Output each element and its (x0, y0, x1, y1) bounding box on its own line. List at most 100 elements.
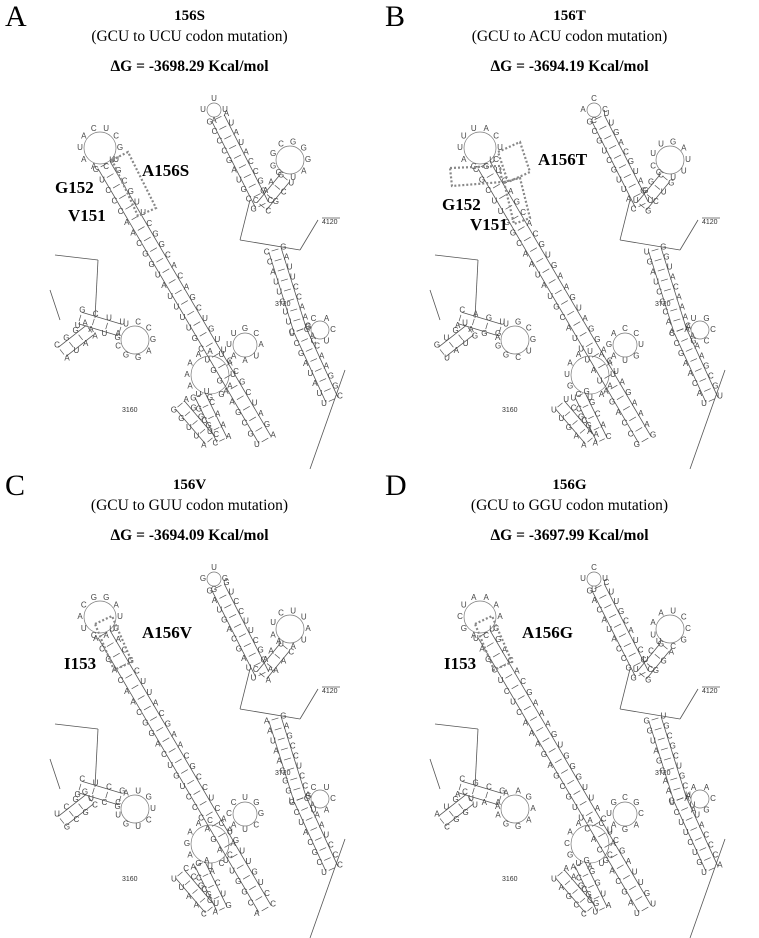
svg-text:C: C (202, 783, 208, 792)
svg-text:A: A (495, 810, 501, 819)
svg-text:G: G (235, 877, 241, 886)
svg-text:G: G (510, 228, 516, 237)
svg-text:C: C (115, 798, 121, 807)
svg-text:A: A (523, 718, 529, 727)
panel-d: D 156G (GCU to GGU codon mutation) ΔG = … (380, 469, 759, 938)
svg-text:A: A (681, 144, 687, 153)
svg-text:U: U (202, 314, 208, 323)
svg-text:U: U (123, 320, 129, 329)
svg-text:A: A (211, 116, 217, 125)
svg-text:A: A (508, 187, 514, 196)
svg-text:G: G (553, 771, 559, 780)
mutation-title: 156T (553, 8, 586, 24)
svg-text:G: G (567, 851, 573, 860)
svg-text:U: U (186, 423, 192, 432)
svg-text:U: U (103, 124, 109, 133)
svg-text:C: C (226, 809, 232, 818)
svg-text:A: A (305, 790, 311, 799)
svg-text:A: A (618, 138, 624, 147)
svg-text:C: C (299, 771, 305, 780)
svg-text:U: U (604, 109, 610, 118)
svg-text:G: G (273, 197, 279, 206)
svg-text:C: C (296, 292, 302, 301)
mutation-label: I153 (64, 654, 96, 673)
svg-text:U: U (207, 862, 213, 871)
svg-text:A: A (533, 698, 539, 707)
svg-text:G: G (619, 846, 625, 855)
svg-text:G: G (142, 249, 148, 258)
highlight-box (110, 150, 158, 218)
svg-text:A: A (526, 816, 532, 825)
svg-text:G: G (553, 302, 559, 311)
svg-text:C: C (293, 282, 299, 291)
svg-text:U: U (211, 94, 217, 103)
svg-text:G: G (515, 822, 521, 831)
svg-text:C: C (264, 248, 270, 257)
svg-text:C: C (279, 298, 285, 307)
svg-text:A: A (587, 862, 593, 871)
svg-text:G: G (253, 798, 259, 807)
svg-text:C: C (253, 329, 259, 338)
svg-text:U: U (73, 346, 79, 355)
svg-text:G: G (195, 859, 201, 868)
svg-text:G: G (611, 166, 617, 175)
svg-text:C: C (493, 624, 499, 633)
svg-text:U: U (526, 347, 532, 356)
svg-text:A: A (699, 351, 705, 360)
svg-text:A: A (582, 314, 588, 323)
svg-text:G: G (578, 412, 584, 421)
mutation-label: G152 (55, 178, 94, 197)
svg-text:A: A (563, 864, 569, 873)
svg-text:G: G (258, 177, 264, 186)
svg-text:C: C (207, 896, 213, 905)
svg-text:U: U (578, 814, 584, 823)
svg-text:U: U (599, 859, 605, 868)
svg-text:C: C (281, 188, 287, 197)
svg-text:U: U (173, 302, 179, 311)
svg-text:U: U (473, 634, 479, 643)
svg-text:G: G (142, 718, 148, 727)
svg-text:C: C (146, 816, 152, 825)
svg-text:C: C (633, 329, 639, 338)
delta-g: ΔG = -3694.19 Kcal/mol (490, 58, 649, 75)
svg-text:G: G (566, 423, 572, 432)
svg-text:A: A (688, 369, 694, 378)
svg-text:U: U (135, 786, 141, 795)
svg-text:C: C (294, 808, 300, 817)
svg-text:G: G (239, 377, 245, 386)
svg-text:U: U (227, 828, 233, 837)
svg-text:U: U (610, 370, 616, 379)
svg-text:A: A (224, 109, 230, 118)
svg-text:C: C (670, 642, 676, 651)
svg-text:U: U (587, 393, 593, 402)
svg-text:C: C (604, 578, 610, 587)
svg-text:A: A (434, 810, 440, 819)
svg-text:G: G (173, 771, 179, 780)
position-number: 3160 (122, 876, 138, 883)
svg-text:A: A (606, 901, 612, 910)
svg-text:C: C (118, 207, 124, 216)
svg-text:C: C (704, 336, 710, 345)
svg-text:U: U (317, 389, 323, 398)
svg-text:U: U (461, 131, 467, 140)
svg-text:U: U (468, 794, 474, 803)
svg-text:U: U (242, 793, 248, 802)
panel-letter: D (385, 469, 407, 502)
mutation-title: 156V (172, 477, 207, 493)
mutation-label: I153 (444, 654, 476, 673)
svg-text:G: G (526, 793, 532, 802)
svg-text:C: C (215, 804, 221, 813)
delta-g: ΔG = -3694.09 Kcal/mol (110, 527, 269, 544)
svg-text:A: A (602, 615, 608, 624)
svg-text:A: A (587, 816, 593, 825)
svg-text:A: A (273, 747, 279, 756)
svg-text:A: A (566, 324, 572, 333)
svg-text:G: G (586, 586, 592, 595)
svg-text:C: C (493, 131, 499, 140)
svg-text:G: G (301, 144, 307, 153)
svg-text:G: G (603, 856, 609, 865)
svg-text:U: U (691, 314, 697, 323)
svg-text:A: A (92, 331, 98, 340)
svg-text:G: G (681, 636, 687, 645)
svg-text:G: G (128, 187, 134, 196)
